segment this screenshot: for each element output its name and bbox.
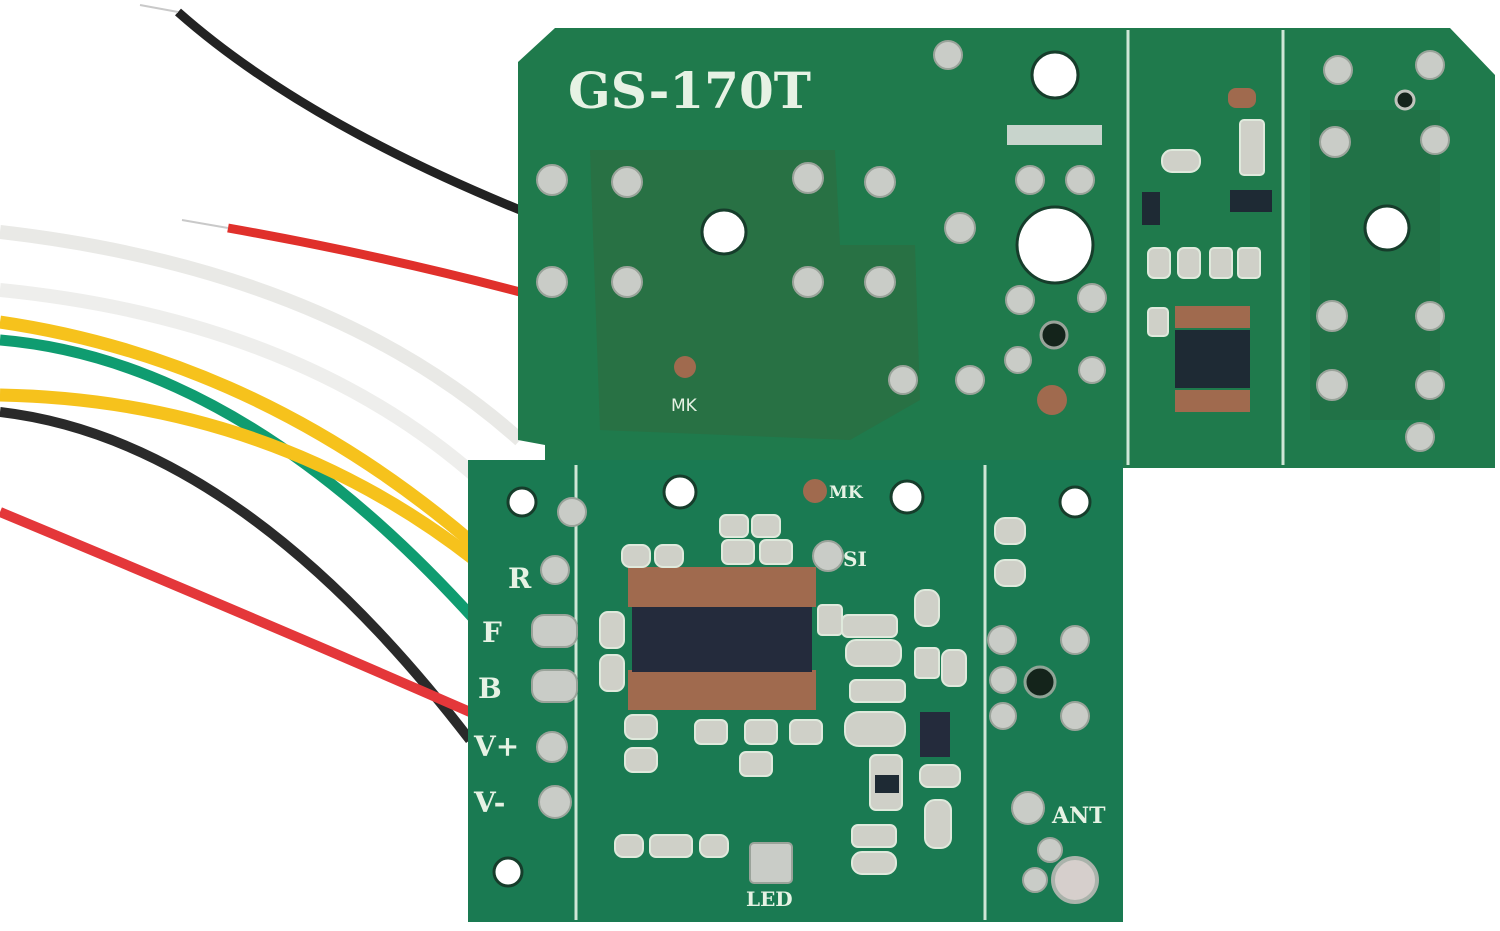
pin-label-f: F [482,616,502,649]
wire-red-top [227,223,522,297]
solder-pads-top [536,40,1450,452]
led-label: LED [746,887,793,911]
mount-hole [1058,485,1092,519]
wire-tip-red [181,219,229,229]
via-dark [1394,89,1416,111]
pin-label-vplus: V+ [473,730,519,763]
mount-hole [506,486,538,518]
pin-pad-f [531,614,578,648]
speaker-hole [1015,205,1095,285]
mic-label-top: MK [671,396,698,416]
mic-label-bottom: MK [829,483,864,503]
mount-hole [492,856,524,888]
wire-white-2 [0,283,485,486]
pin-label-vminus: V- [473,786,505,819]
wire-green [0,334,480,624]
pad-strip [1007,125,1102,145]
wire-black [0,407,474,744]
mic-pad [674,356,696,378]
pin-pad-vminus [538,785,572,819]
pin-pad-r [540,555,570,585]
main-ic [628,567,816,710]
wires-bottom [0,225,525,744]
ic-chip-8pin [1175,330,1250,388]
bottom-board: MK SI R F B V+ V- [468,460,1123,922]
model-label: GS-170T [568,61,811,120]
top-board-ground-plane [590,150,920,440]
transistor [920,712,950,757]
mount-hole [1363,204,1411,252]
via-dark [1023,665,1057,699]
si-label: SI [843,547,867,571]
mount-hole [700,208,748,256]
pin-label-b: B [478,672,502,705]
pin-pad-top [557,497,587,527]
via-dark [1039,320,1069,350]
transistor [1230,190,1272,212]
mount-hole [662,474,698,510]
antenna-hole [1051,856,1099,904]
smd-components-top [1142,88,1272,412]
top-board: GS-170T MK [518,28,1495,468]
antenna-pad [1011,791,1099,904]
wires-top [139,4,522,297]
antenna-hole-top [1030,50,1080,100]
pin-pad-b [531,669,578,703]
copper-pad [1037,385,1067,415]
transistor [1142,192,1160,225]
antenna-label: ANT [1051,803,1106,829]
led-pad [749,842,793,884]
wire-yellow-1 [0,315,480,550]
mount-hole [889,479,925,515]
pin-pad-vplus [536,731,568,763]
top-board-trace [1310,110,1440,420]
wire-black-top [175,8,522,215]
mic-pad [803,479,827,503]
wire-yellow-2 [0,388,479,566]
pin-header: R F B V+ V- [473,497,587,819]
transistor [875,775,899,793]
smd-components-bottom [599,514,1026,875]
wire-red [0,507,473,717]
right-pads [987,625,1090,731]
ic-chip-16pin [632,607,812,672]
wire-tip-black [139,4,179,13]
pin-label-r: R [508,562,532,595]
wire-white-1 [0,225,525,446]
